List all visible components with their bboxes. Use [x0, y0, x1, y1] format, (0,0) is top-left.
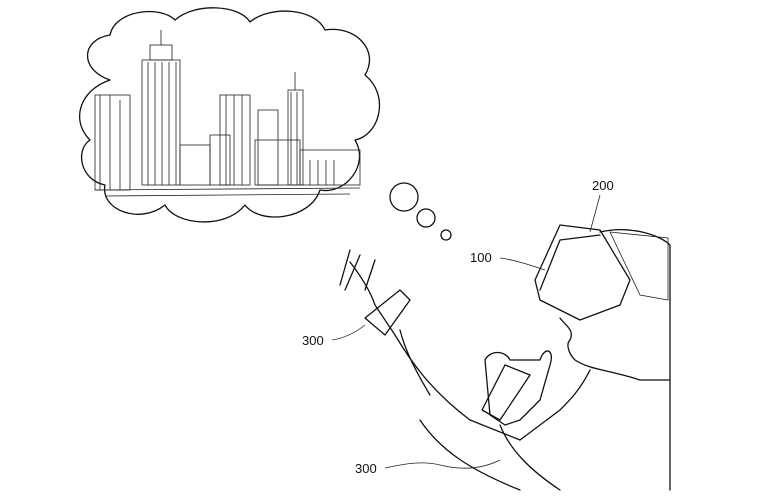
- thought-bubbles: [389, 182, 452, 241]
- label-300-lower: 300: [355, 461, 377, 476]
- user-with-vr-headset: [519, 224, 671, 491]
- reference-leaders: [331, 194, 601, 469]
- vr-headset: [534, 224, 631, 321]
- label-300-upper: 300: [302, 333, 324, 348]
- thought-cloud: [79, 7, 381, 223]
- label-200: 200: [592, 178, 614, 193]
- controller-lower: [481, 364, 531, 421]
- city-skyline-illustration: [94, 30, 361, 197]
- user-arms-with-controllers: [339, 249, 561, 491]
- label-100: 100: [470, 250, 492, 265]
- controller-upper: [364, 289, 411, 336]
